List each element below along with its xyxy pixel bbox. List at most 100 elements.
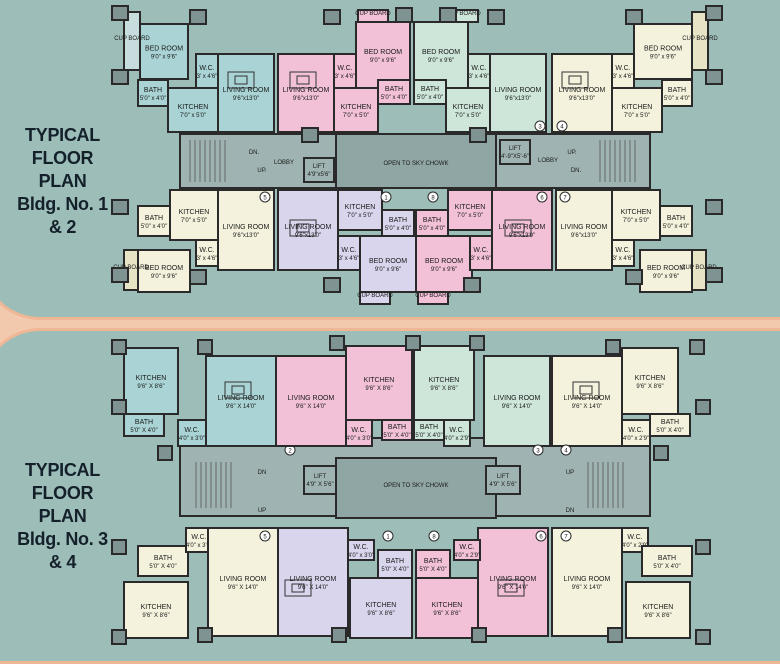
room-dimension: 9'6"x13'0" bbox=[293, 96, 319, 102]
flat-number-marker bbox=[560, 530, 572, 542]
structural-column bbox=[189, 9, 207, 25]
room bbox=[337, 235, 361, 271]
room-label: LIVING ROOM bbox=[283, 87, 330, 94]
room-label: KITCHEN bbox=[635, 375, 666, 382]
room-label: CUP BOARD bbox=[681, 265, 717, 271]
room-label: CUP BOARD bbox=[357, 293, 393, 299]
center-table bbox=[579, 385, 593, 395]
room-label: BED ROOM bbox=[145, 265, 183, 272]
stair-dn-label: DN bbox=[566, 508, 575, 514]
room bbox=[445, 87, 491, 133]
room-label: LIVING ROOM bbox=[288, 395, 335, 402]
room-label: W.C. bbox=[615, 247, 630, 254]
room-dimension: 3' x 4'6" bbox=[339, 256, 360, 262]
structural-column bbox=[439, 7, 457, 23]
room-label: KITCHEN bbox=[432, 602, 463, 609]
room-label: LIVING ROOM bbox=[223, 87, 270, 94]
room-label: BED ROOM bbox=[425, 258, 463, 265]
flat-number-marker bbox=[534, 120, 546, 132]
room bbox=[625, 581, 691, 639]
room-label: BED ROOM bbox=[364, 49, 402, 56]
lift-label: LIFT bbox=[313, 164, 326, 170]
room-label: BED ROOM bbox=[369, 258, 407, 265]
structural-column bbox=[111, 199, 129, 215]
structural-column bbox=[705, 199, 723, 215]
room bbox=[205, 355, 277, 447]
room-label: W.C. bbox=[191, 534, 206, 541]
center-table bbox=[296, 223, 310, 233]
room-dimension: 7'0" x 5'0" bbox=[457, 213, 483, 219]
room-label: BATH bbox=[386, 558, 404, 565]
room-dimension: 9'6"x13'0" bbox=[569, 96, 595, 102]
room bbox=[137, 249, 191, 293]
structural-column bbox=[695, 539, 711, 555]
structural-column bbox=[705, 267, 723, 283]
room-label: KITCHEN bbox=[455, 204, 486, 211]
structural-column bbox=[111, 539, 127, 555]
room-label: LIVING ROOM bbox=[290, 576, 337, 583]
room-label: W.C. bbox=[473, 247, 488, 254]
room bbox=[659, 205, 693, 237]
room-dimension: 4'0" x 3'0" bbox=[346, 436, 372, 442]
room-label: LIVING ROOM bbox=[559, 87, 606, 94]
room-dimension: 9'6" X 14'0" bbox=[498, 585, 529, 591]
room bbox=[359, 291, 391, 305]
room bbox=[551, 527, 623, 637]
room-dimension: 5'0" X 4'0" bbox=[381, 567, 408, 573]
room-label: BATH bbox=[668, 87, 686, 94]
room-label: KITCHEN bbox=[429, 377, 460, 384]
room-dimension: 9'0" x 9'6" bbox=[650, 55, 676, 61]
flat-number: 4 bbox=[564, 449, 568, 455]
room-label: BATH bbox=[420, 424, 438, 431]
room-dimension: 9'6" X 14'0" bbox=[572, 585, 603, 591]
structural-column bbox=[111, 399, 127, 415]
room-dimension: 9'6" X 14'0" bbox=[226, 404, 257, 410]
room-dimension: 9'6" X 14'0" bbox=[572, 404, 603, 410]
flat-number-marker bbox=[380, 191, 392, 203]
room-dimension: 9'6" X 14'0" bbox=[298, 585, 329, 591]
stair-dn-label: DN. bbox=[249, 150, 260, 156]
room-dimension: 4'0" x 2'9" bbox=[454, 553, 480, 559]
room-dimension: 5'0" X 4'0" bbox=[149, 564, 176, 570]
structural-column bbox=[625, 269, 643, 285]
center-table bbox=[231, 385, 245, 395]
room-dimension: 4'0" x 2'9" bbox=[444, 436, 470, 442]
lift-dimension: 4'-9"X5'-6" bbox=[501, 154, 529, 160]
structural-column bbox=[695, 629, 711, 645]
structural-column bbox=[197, 339, 213, 355]
room-label: CUP BOARD bbox=[415, 293, 451, 299]
center-table bbox=[234, 75, 248, 85]
room-label: W.C. bbox=[628, 427, 643, 434]
room bbox=[489, 53, 547, 133]
plan-title-bldg-1-2: TYPICAL FLOOR PLAN Bldg. No. 1 & 2 bbox=[10, 124, 115, 239]
lift-label: LIFT bbox=[509, 146, 522, 152]
room-dimension: 5'0" X 4'0" bbox=[656, 428, 683, 434]
structural-column bbox=[395, 7, 413, 23]
room-dimension: 9'6" X 8'6" bbox=[636, 384, 663, 390]
room-label: BATH bbox=[423, 217, 441, 224]
room-label: KITCHEN bbox=[453, 104, 484, 111]
room-dimension: 3' x 4'6" bbox=[197, 74, 218, 80]
room bbox=[641, 545, 693, 577]
flat-number: 7 bbox=[564, 535, 568, 541]
title-line-1: TYPICAL bbox=[25, 125, 100, 145]
room-dimension: 3' x 4'6" bbox=[613, 74, 634, 80]
room bbox=[413, 79, 447, 105]
room-dimension: 9'0" x 9'6" bbox=[151, 55, 177, 61]
lift-label: LIFT bbox=[314, 474, 327, 480]
room bbox=[469, 235, 493, 271]
flat-number: 3 bbox=[538, 125, 542, 131]
flat-number-marker bbox=[259, 191, 271, 203]
room-label: BATH bbox=[658, 555, 676, 562]
room-dimension: 3' x 4'6" bbox=[471, 256, 492, 262]
structural-column bbox=[323, 277, 341, 293]
room bbox=[137, 545, 189, 577]
room-label: BATH bbox=[385, 86, 403, 93]
room-dimension: 9'0" x 9'6" bbox=[431, 267, 457, 273]
room-label: KITCHEN bbox=[136, 375, 167, 382]
structural-column bbox=[189, 269, 207, 285]
title-line-1: TYPICAL bbox=[25, 460, 100, 480]
stair-up-label: UP. bbox=[257, 168, 267, 174]
room bbox=[177, 419, 207, 447]
room-dimension: 9'0" x 9'6" bbox=[428, 58, 454, 64]
